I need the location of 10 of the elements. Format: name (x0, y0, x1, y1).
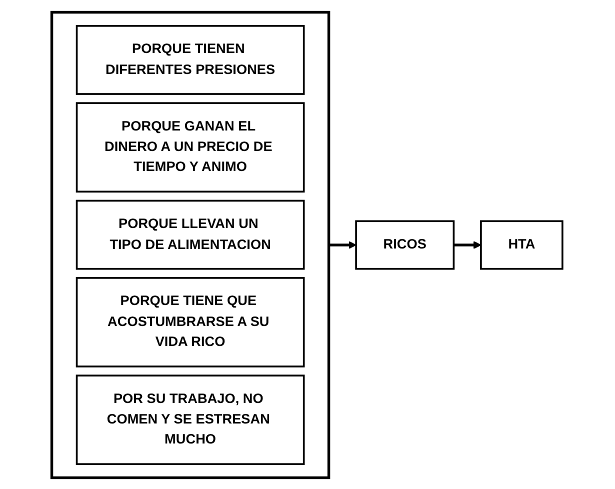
cluster (50, 10, 331, 479)
node-box: HTA (480, 220, 564, 270)
node-box: PORQUE LLEVAN UN TIPO DE ALIMENTACION (76, 199, 306, 270)
arrow (329, 240, 357, 248)
node-box: PORQUE TIENEN DIFERENTES PRESIONES (76, 24, 306, 94)
node-box: PORQUE GANAN EL DINERO A UN PRECIO DE TIEMPO Y ANIMO (76, 102, 306, 192)
arrow (454, 240, 482, 248)
node-box: POR SU TRABAJO, NO COMEN Y SE ESTRESAN MUCHO (76, 374, 306, 465)
node-box: RICOS (356, 220, 455, 270)
node-box: PORQUE TIENE QUE ACOSTUMBRARSE A SU VIDA RICO (76, 276, 306, 367)
